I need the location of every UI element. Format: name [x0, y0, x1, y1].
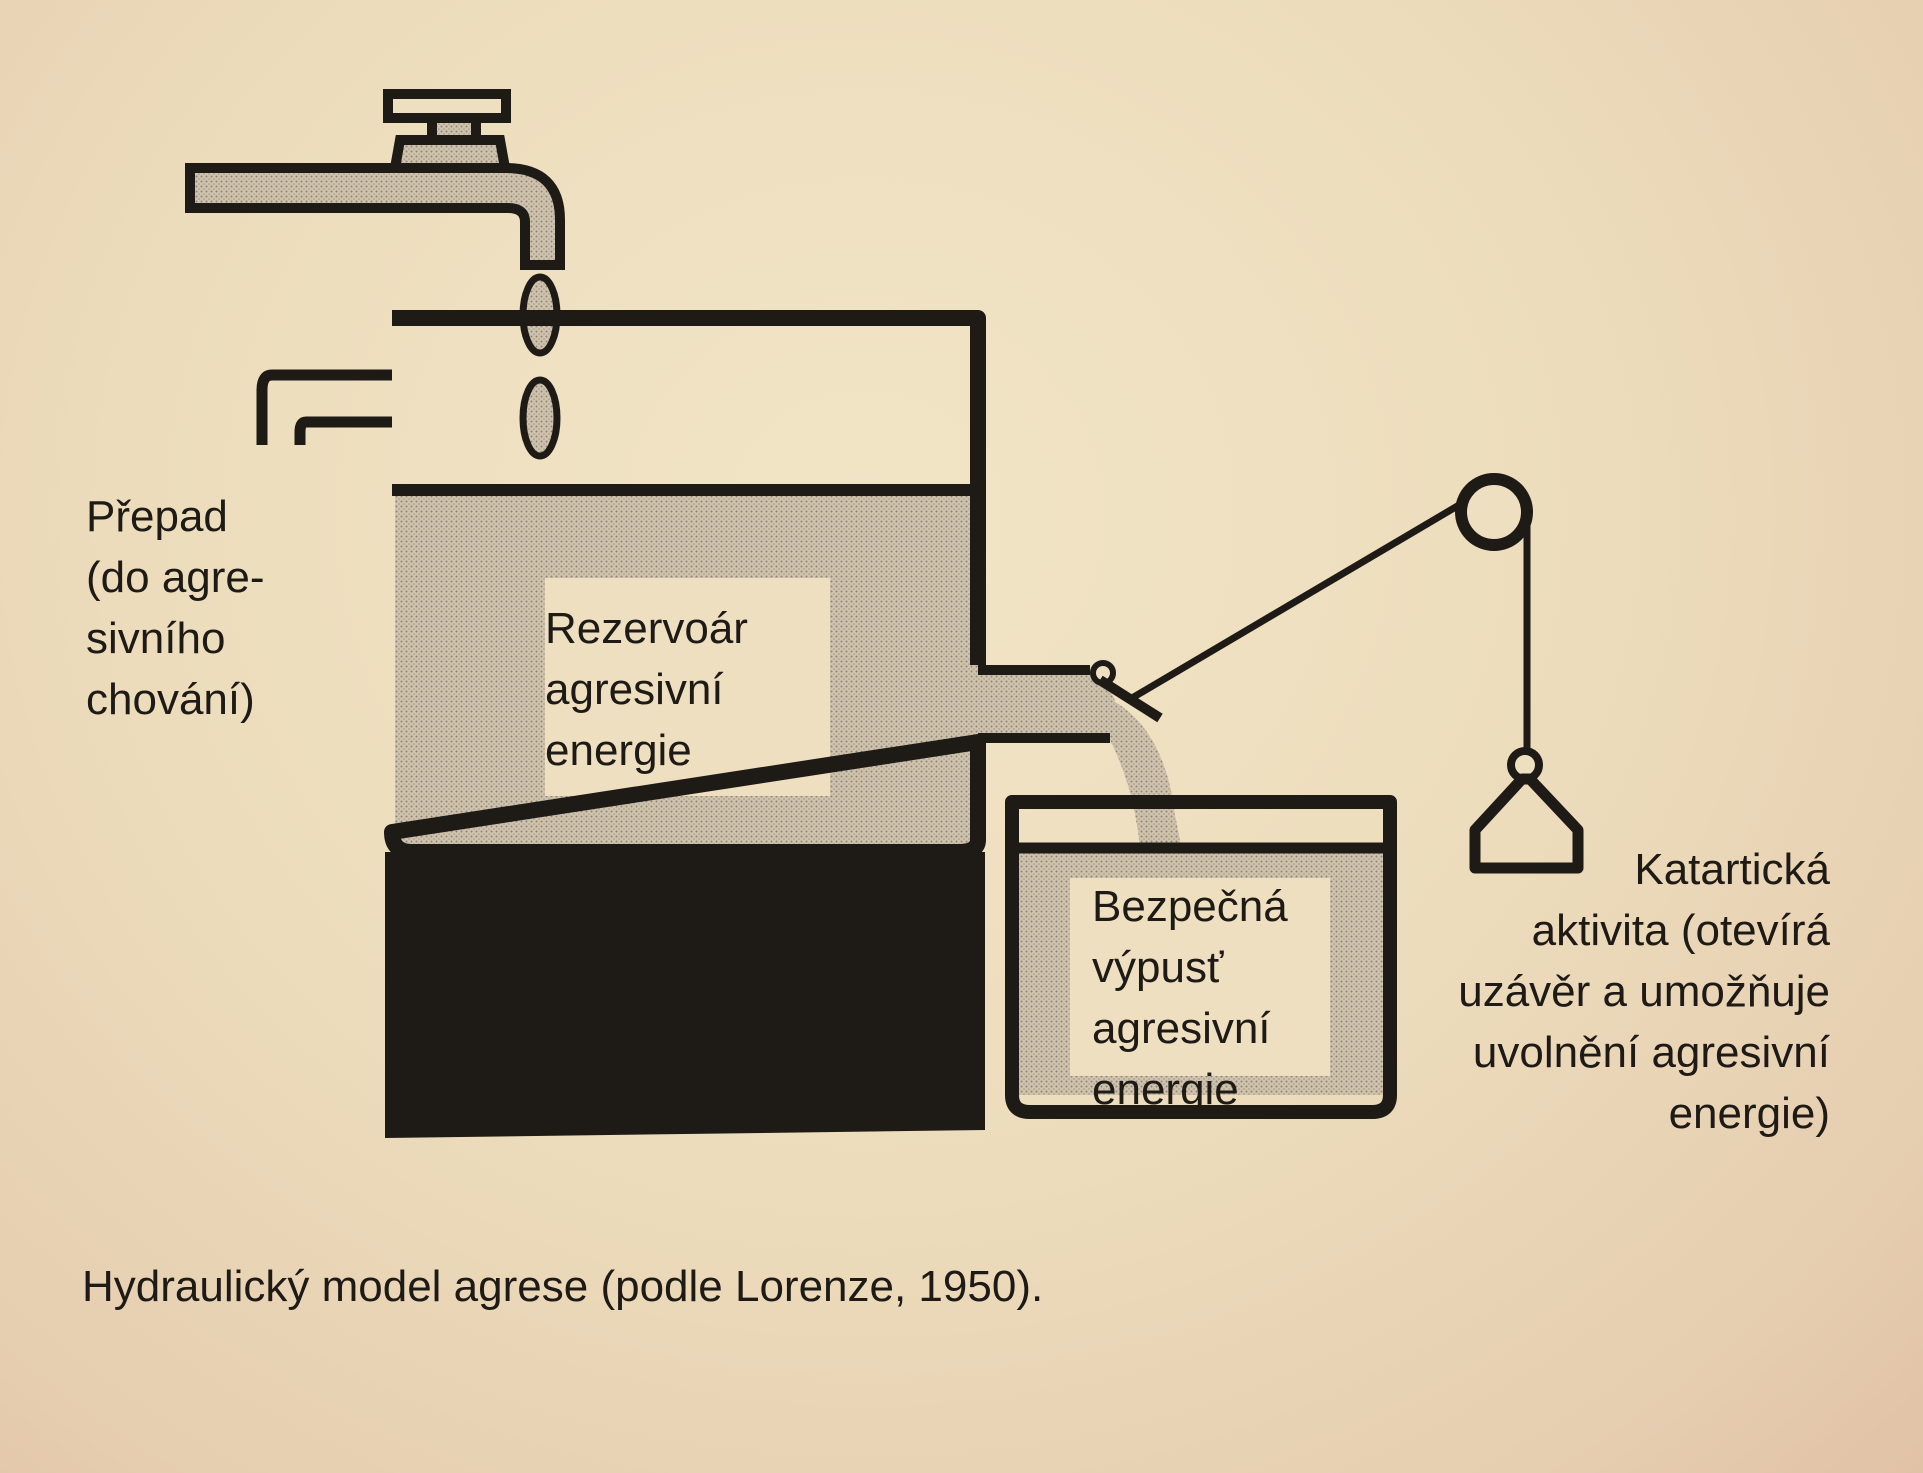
valve-lever	[1097, 675, 1163, 723]
cathartic-label-line: Katartická	[1634, 845, 1830, 894]
figure-caption: Hydraulický model agrese (podle Lorenze,…	[82, 1262, 1044, 1311]
outflow-stream	[1110, 700, 1182, 850]
cathartic-label-line: aktivita (otevírá	[1531, 906, 1830, 955]
outlet-label: Bezpečná výpusť agresivní energie	[1092, 876, 1288, 1120]
overflow-pipe	[256, 369, 392, 445]
outlet-label-line: Bezpečná	[1092, 882, 1288, 931]
outlet-label-line: energie	[1092, 1065, 1239, 1114]
tap-pipe	[185, 163, 565, 270]
cathartic-label-line: uzávěr a umožňuje	[1458, 967, 1830, 1016]
reservoir-label-line: agresivní	[545, 665, 724, 714]
overflow-label-line: (do agre-	[86, 553, 265, 602]
base-block	[385, 852, 985, 1138]
outlet-label-line: agresivní	[1092, 1004, 1271, 1053]
reservoir-label-line: Rezervoár	[545, 604, 748, 653]
valve-mechanism	[1090, 473, 1584, 874]
overflow-label-line: sivního	[86, 614, 226, 663]
outlet-outline	[1005, 795, 1397, 1119]
reservoir-label-line: energie	[545, 726, 692, 775]
overflow-label-line: Přepad	[86, 492, 228, 541]
overflow-label-line: chování)	[86, 675, 255, 724]
reservoir-label: Rezervoár agresivní energie	[545, 598, 748, 781]
pull-handle	[1469, 773, 1584, 874]
outlet-label-box	[1070, 878, 1330, 1076]
overflow-label: Přepad (do agre- sivního chování)	[86, 486, 265, 730]
outlet-label-line: výpusť	[1092, 943, 1224, 992]
outflow	[978, 665, 1182, 850]
pull-rope	[1130, 481, 1495, 702]
outflow-pipe-fluid	[978, 670, 1115, 738]
cathartic-label-line: energie)	[1668, 1089, 1830, 1138]
tap	[185, 89, 565, 270]
reservoir-label-box	[545, 578, 830, 796]
water-drop	[519, 376, 561, 460]
outlet-tank	[1005, 795, 1397, 1119]
cathartic-label-line: uvolnění agresivní	[1472, 1028, 1830, 1077]
cathartic-activity-label: Katartická aktivita (otevírá uzávěr a um…	[1458, 839, 1830, 1144]
reservoir-tank	[384, 310, 986, 860]
pulley-wheel	[1455, 473, 1533, 551]
